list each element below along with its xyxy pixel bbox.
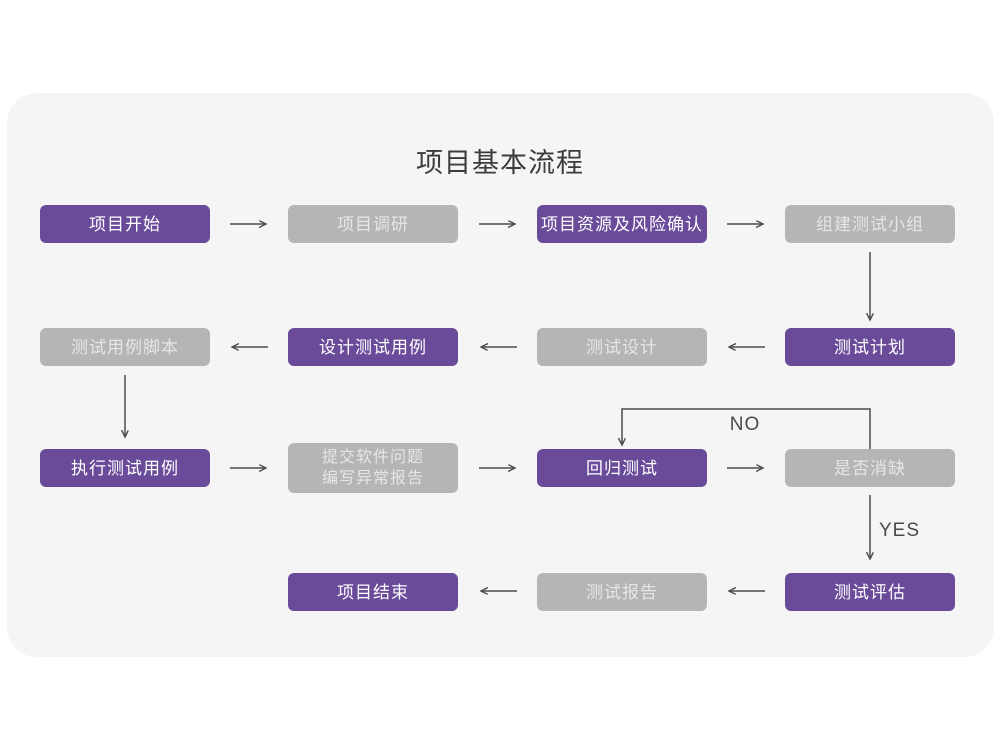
node-test-report: 测试报告 (537, 573, 707, 611)
node-test-design: 测试设计 (537, 328, 707, 366)
node-execute-test-cases: 执行测试用例 (40, 449, 210, 487)
edge-label-no: NO (729, 414, 761, 435)
page-title: 项目基本流程 (416, 148, 584, 178)
flowchart-card (7, 93, 994, 657)
node-resources-risk-confirm: 项目资源及风险确认 (537, 205, 707, 243)
node-build-test-team: 组建测试小组 (785, 205, 955, 243)
node-test-case-script: 测试用例脚本 (40, 328, 210, 366)
node-submit-issues-line2: 编写异常报告 (321, 470, 424, 487)
node-defect-resolved: 是否消缺 (785, 449, 955, 487)
node-submit-issues-line1: 提交软件问题 (321, 449, 424, 466)
node-project-start: 项目开始 (40, 205, 210, 243)
node-test-plan: 测试计划 (785, 328, 955, 366)
node-regression-test: 回归测试 (537, 449, 707, 487)
node-design-test-cases: 设计测试用例 (288, 328, 458, 366)
edge-label-yes: YES (879, 520, 921, 541)
node-project-research: 项目调研 (288, 205, 458, 243)
node-submit-issues-report: 提交软件问题 编写异常报告 (288, 443, 458, 493)
node-project-end: 项目结束 (288, 573, 458, 611)
node-test-evaluation: 测试评估 (785, 573, 955, 611)
